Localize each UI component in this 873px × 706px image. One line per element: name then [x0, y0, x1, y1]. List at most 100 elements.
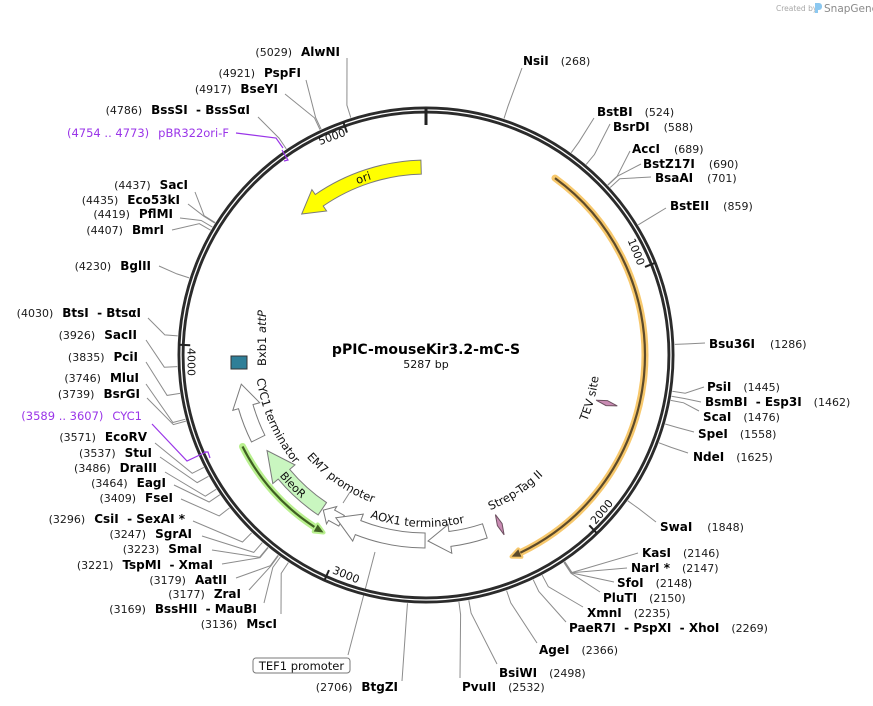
enzyme-name[interactable]: SacI	[160, 178, 188, 192]
enzyme-label-sfoi[interactable]: SfoI(2148)	[617, 576, 692, 590]
enzyme-label-draiii[interactable]: (3486)DraIII	[74, 461, 157, 475]
primer-arrow-pbr322ori-f[interactable]	[281, 149, 289, 162]
enzyme-label-nsii[interactable]: NsiI(268)	[523, 54, 590, 68]
aox1-terminator-label[interactable]: AOX1 terminator	[369, 507, 466, 530]
enzyme-name[interactable]: SgrAI	[155, 527, 192, 541]
enzyme-name[interactable]: BtgZI	[361, 680, 398, 694]
enzyme-name[interactable]: ScaI	[703, 410, 731, 424]
enzyme-name[interactable]: SmaI	[168, 542, 202, 556]
enzyme-label-bsrdi[interactable]: BsrDI(588)	[613, 120, 693, 134]
enzyme-label-swai[interactable]: SwaI(1848)	[660, 520, 744, 534]
tef1-promoter-feature-arrow[interactable]	[334, 513, 426, 549]
primer-arrow-cyc1[interactable]	[204, 451, 211, 459]
enzyme-label-bglii[interactable]: (4230)BglII	[75, 259, 151, 273]
enzyme-name[interactable]: BmrI	[132, 223, 164, 237]
enzyme-label-bsteii[interactable]: BstEII(859)	[670, 199, 753, 213]
enzyme-name[interactable]: DraIII	[120, 461, 157, 475]
enzyme-label-aatii[interactable]: (3179)AatII	[149, 573, 227, 587]
bleor-feature-arrow[interactable]	[266, 449, 328, 516]
tev-site-feature[interactable]	[595, 399, 618, 407]
enzyme-label-bsssi[interactable]: (4786)BssSI - BssSαI	[106, 103, 250, 117]
enzyme-name[interactable]: PsiI	[707, 380, 731, 394]
enzyme-label-bsshii[interactable]: (3169)BssHII - MauBI	[109, 602, 257, 616]
enzyme-label-acci[interactable]: AccI(689)	[632, 142, 704, 156]
enzyme-label-bstbi[interactable]: BstBI(524)	[597, 105, 674, 119]
enzyme-label-csii[interactable]: (3296)CsiI - SexAI *	[49, 512, 186, 526]
enzyme-label-mlui[interactable]: (3746)MluI	[64, 371, 139, 385]
enzyme-name[interactable]: NarI *	[631, 561, 671, 575]
enzyme-label-bsiwi[interactable]: BsiWI(2498)	[499, 666, 586, 680]
enzyme-name[interactable]: Bsu36I	[709, 337, 755, 351]
enzyme-label-ecorv[interactable]: (3571)EcoRV	[59, 430, 147, 444]
enzyme-name[interactable]: Eco53kI	[127, 193, 180, 207]
enzyme-name[interactable]: BssSI - BssSαI	[151, 103, 250, 117]
enzyme-name[interactable]: BsaAI	[655, 171, 693, 185]
enzyme-label-spei[interactable]: SpeI(1558)	[698, 427, 776, 441]
enzyme-name[interactable]: BsrDI	[613, 120, 650, 134]
enzyme-label-sgrai[interactable]: (3247)SgrAI	[110, 527, 192, 541]
enzyme-label-pluti[interactable]: PluTI(2150)	[603, 591, 686, 605]
enzyme-label-agei[interactable]: AgeI(2366)	[539, 643, 618, 657]
enzyme-label-paer7i[interactable]: PaeR7I - PspXI - XhoI(2269)	[569, 621, 768, 635]
enzyme-name[interactable]: MscI	[246, 617, 277, 631]
enzyme-label-saci[interactable]: (4437)SacI	[114, 178, 188, 192]
enzyme-name[interactable]: BsmBI - Esp3I	[705, 395, 802, 409]
enzyme-name[interactable]: EagI	[137, 476, 166, 490]
enzyme-name[interactable]: FseI	[145, 491, 173, 505]
enzyme-label-bseyi[interactable]: (4917)BseYI	[195, 82, 278, 96]
primer-label-pbr322ori-f[interactable]: (4754 .. 4773)pBR322ori-F	[67, 126, 229, 140]
enzyme-label-kasi[interactable]: KasI(2146)	[642, 546, 720, 560]
enzyme-name[interactable]: AccI	[632, 142, 660, 156]
primer-label-cyc1[interactable]: (3589 .. 3607)CYC1	[21, 409, 142, 423]
enzyme-name[interactable]: BsiWI	[499, 666, 537, 680]
enzyme-name[interactable]: BstBI	[597, 105, 633, 119]
enzyme-name[interactable]: SacII	[104, 328, 137, 342]
ori-feature-arrow[interactable]	[300, 159, 422, 215]
enzyme-label-eco53ki[interactable]: (4435)Eco53kI	[82, 193, 180, 207]
enzyme-label-scai[interactable]: ScaI(1476)	[703, 410, 780, 424]
enzyme-name[interactable]: KasI	[642, 546, 671, 560]
enzyme-name[interactable]: PciI	[114, 350, 139, 364]
enzyme-name[interactable]: PluTI	[603, 591, 637, 605]
enzyme-label-sacii[interactable]: (3926)SacII	[59, 328, 137, 342]
bxb1-attp-label[interactable]: Bxb1 attP	[255, 310, 269, 366]
enzyme-label-zrai[interactable]: (3177)ZraI	[168, 587, 241, 601]
enzyme-name[interactable]: ZraI	[214, 587, 241, 601]
enzyme-label-stui[interactable]: (3537)StuI	[79, 446, 152, 460]
enzyme-name[interactable]: BglII	[120, 259, 151, 273]
enzyme-label-msci[interactable]: (3136)MscI	[201, 617, 277, 631]
enzyme-label-fsei[interactable]: (3409)FseI	[99, 491, 173, 505]
strep-tag-ii-feature[interactable]	[494, 514, 505, 536]
enzyme-name[interactable]: NsiI	[523, 54, 549, 68]
enzyme-name[interactable]: PaeR7I - PspXI - XhoI	[569, 621, 719, 635]
enzyme-label-psii[interactable]: PsiI(1445)	[707, 380, 780, 394]
enzyme-label-smai[interactable]: (3223)SmaI	[123, 542, 202, 556]
enzyme-label-pspfi[interactable]: (4921)PspFI	[218, 66, 301, 80]
bxb1-attp-feature[interactable]	[230, 355, 248, 370]
ori-label[interactable]: ori	[354, 169, 373, 187]
enzyme-name[interactable]: BssHII - MauBI	[155, 602, 257, 616]
enzyme-name[interactable]: BseYI	[240, 82, 278, 96]
enzyme-label-pflmi[interactable]: (4419)PflMI	[93, 207, 173, 221]
enzyme-name[interactable]: CsiI - SexAI *	[94, 512, 185, 526]
enzyme-label-ndei[interactable]: NdeI(1625)	[693, 450, 773, 464]
strep-tag-ii-label[interactable]: Strep-Tag II	[486, 467, 545, 513]
tev-site-label[interactable]: TEV site	[576, 375, 601, 424]
enzyme-label-bsu36i[interactable]: Bsu36I(1286)	[709, 337, 807, 351]
enzyme-label-pvuii[interactable]: PvuII(2532)	[462, 680, 545, 694]
enzyme-name[interactable]: PvuII	[462, 680, 496, 694]
tef1-promoter-label[interactable]: TEF1 promoter	[252, 657, 351, 674]
enzyme-label-bsaai[interactable]: BsaAI(701)	[655, 171, 737, 185]
enzyme-label-bstz17i[interactable]: BstZ17I(690)	[643, 157, 738, 171]
cyc1-terminator-label[interactable]: CYC1 terminator	[254, 377, 303, 466]
enzyme-name[interactable]: BtsI - BtsαI	[62, 306, 141, 320]
enzyme-name[interactable]: AgeI	[539, 643, 569, 657]
enzyme-label-bsrgi[interactable]: (3739)BsrGI	[58, 387, 140, 401]
enzyme-label-pcii[interactable]: (3835)PciI	[68, 350, 138, 364]
enzyme-name[interactable]: PspFI	[264, 66, 301, 80]
enzyme-name[interactable]: EcoRV	[105, 430, 148, 444]
enzyme-name[interactable]: BstZ17I	[643, 157, 695, 171]
enzyme-name[interactable]: TspMI - XmaI	[122, 558, 213, 572]
enzyme-name[interactable]: XmnI	[587, 606, 622, 620]
enzyme-name[interactable]: SfoI	[617, 576, 644, 590]
